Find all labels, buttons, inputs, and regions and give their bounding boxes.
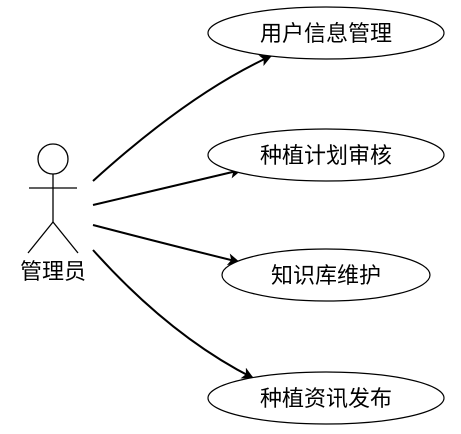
actor-label: 管理员 — [20, 260, 86, 285]
use-case-3: 知识库维护 — [221, 248, 431, 302]
use-case-ellipse — [207, 128, 445, 182]
use-case-1: 用户信息管理 — [207, 6, 445, 60]
actor-figure — [27, 143, 79, 254]
association-arrow-4 — [92, 249, 254, 379]
use-case-ellipse — [207, 6, 445, 60]
use-case-ellipse — [207, 371, 445, 425]
use-case-label: 种植资讯发布 — [260, 387, 392, 412]
use-case-2: 种植计划审核 — [207, 128, 445, 182]
use-case-label: 种植计划审核 — [260, 144, 392, 169]
association-arrow-1 — [92, 55, 272, 182]
association-arrow-3 — [92, 224, 240, 266]
use-case-4: 种植资讯发布 — [207, 371, 445, 425]
use-case-label: 用户信息管理 — [260, 22, 392, 47]
actor-right-leg — [52, 221, 79, 254]
use-case-ellipse — [221, 248, 431, 302]
actor-head — [37, 143, 69, 175]
actor-left-leg — [27, 221, 54, 254]
association-arrow-2 — [92, 166, 242, 206]
use-case-label: 知识库维护 — [271, 264, 381, 289]
